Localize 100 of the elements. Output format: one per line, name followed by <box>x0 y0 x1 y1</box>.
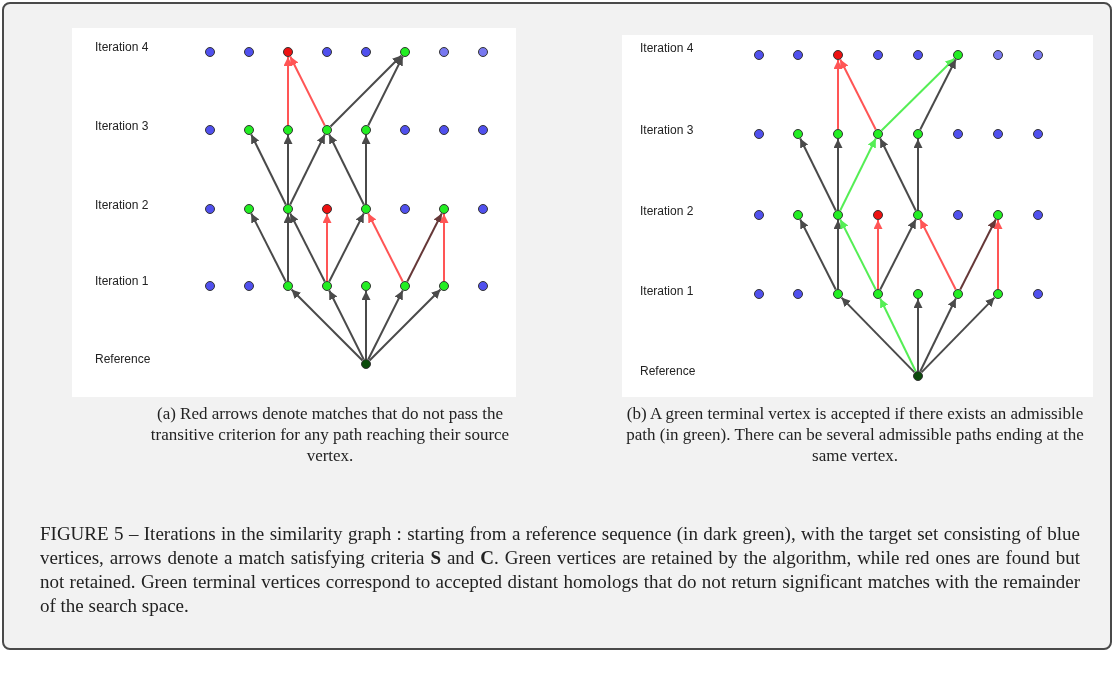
vertex-dot <box>361 47 371 57</box>
arrow <box>250 212 287 283</box>
vertex-dot <box>205 281 215 291</box>
row-label: Iteration 2 <box>95 198 149 212</box>
arrow <box>879 297 917 373</box>
vertex-dot <box>993 289 1003 299</box>
vertex-dot <box>439 204 449 214</box>
vertex-dot <box>361 359 371 369</box>
row-label: Reference <box>640 364 696 378</box>
graph-panel <box>622 35 1093 397</box>
vertex-dot <box>478 125 488 135</box>
arrow <box>839 218 877 291</box>
arrow <box>839 137 877 212</box>
arrow <box>799 218 837 291</box>
vertex-dot <box>1033 210 1043 220</box>
vertex-dot <box>913 129 923 139</box>
row-label: Iteration 4 <box>95 40 149 54</box>
vertex-dot <box>793 210 803 220</box>
row-label: Iteration 4 <box>640 41 694 55</box>
vertex-dot <box>439 47 449 57</box>
vertex-dot <box>793 129 803 139</box>
arrow <box>406 212 443 283</box>
vertex-dot <box>833 289 843 299</box>
arrow <box>283 213 293 282</box>
vertex-dot <box>283 204 293 214</box>
arrow <box>833 138 843 211</box>
vertex-dot <box>793 50 803 60</box>
arrow <box>880 57 956 132</box>
vertex-dot <box>244 125 254 135</box>
vertex-dot <box>1033 50 1043 60</box>
vertex-dot <box>478 281 488 291</box>
vertex-dot <box>205 47 215 57</box>
vertex-dot <box>833 50 843 60</box>
subfigure-caption: (a) Red arrows denote matches that do not pass the transitive criterion for any path reaching their source vertex. <box>149 403 511 466</box>
arrow <box>289 55 326 127</box>
arrow <box>367 212 404 283</box>
vertex-dot <box>361 125 371 135</box>
arrow <box>283 134 293 205</box>
vertex-dot <box>754 129 764 139</box>
vertex-dot <box>361 204 371 214</box>
arrow <box>920 296 996 374</box>
vertex-dot <box>793 289 803 299</box>
vertex-dot <box>754 289 764 299</box>
arrow <box>919 218 957 291</box>
vertex-dot <box>913 50 923 60</box>
arrow <box>329 54 403 128</box>
arrow <box>250 133 287 206</box>
vertex-dot <box>993 129 1003 139</box>
vertex-dot <box>833 210 843 220</box>
arrow <box>993 219 1003 290</box>
vertex-dot <box>754 50 764 60</box>
vertex-dot <box>993 210 1003 220</box>
vertex-dot <box>283 281 293 291</box>
arrow <box>361 134 371 205</box>
vertex-dot <box>361 281 371 291</box>
subfigure-caption: (b) A green terminal vertex is accepted if there exists an admissible path (in green). There can be several admissible paths ending at the same vertex. <box>625 403 1085 466</box>
vertex-dot <box>913 289 923 299</box>
arrow <box>879 137 917 212</box>
row-label: Iteration 1 <box>640 284 694 298</box>
vertex-dot <box>953 210 963 220</box>
vertex-dot <box>322 204 332 214</box>
vertex-dot <box>1033 289 1043 299</box>
vertex-dot <box>400 47 410 57</box>
vertex-dot <box>873 50 883 60</box>
vertex-dot <box>283 125 293 135</box>
vertex-dot <box>439 281 449 291</box>
arrow <box>361 290 371 360</box>
vertex-dot <box>953 129 963 139</box>
vertex-dot <box>478 204 488 214</box>
arrow <box>283 56 293 126</box>
arrow <box>879 218 917 291</box>
vertex-dot <box>993 50 1003 60</box>
vertex-dot <box>322 281 332 291</box>
arrow <box>328 212 365 283</box>
arrow <box>368 288 442 362</box>
vertex-dot <box>873 210 883 220</box>
vertex-dot <box>244 281 254 291</box>
figure-caption: FIGURE 5 – Iterations in the similarity graph : starting from a reference sequence (in dark green), with the target set consisting of blue vertices, arrows denote a match satisfying criteria S and C. Green vertices are retained by the algorithm, while red ones are found but not retained. Green terminal vertices correspond to accepted distant homologs that do not return significant matches with the remainder of the search space. <box>40 522 1080 618</box>
vertex-dot <box>244 204 254 214</box>
arrow <box>289 212 326 283</box>
vertex-dot <box>913 210 923 220</box>
arrow <box>839 58 877 131</box>
arrow <box>322 213 332 282</box>
vertex-dot <box>205 125 215 135</box>
row-label: Iteration 3 <box>95 119 149 133</box>
arrow <box>873 219 883 290</box>
arrow <box>799 137 837 212</box>
vertex-dot <box>244 47 254 57</box>
arrow <box>919 297 957 373</box>
vertex-dot <box>953 50 963 60</box>
row-label: Reference <box>95 352 151 366</box>
arrow <box>328 289 365 361</box>
vertex-dot <box>833 129 843 139</box>
vertex-dot <box>322 125 332 135</box>
arrow <box>959 218 997 291</box>
vertex-dot <box>400 125 410 135</box>
arrow <box>289 133 326 206</box>
arrow <box>840 296 916 374</box>
arrow <box>913 298 923 372</box>
arrow <box>833 219 843 290</box>
